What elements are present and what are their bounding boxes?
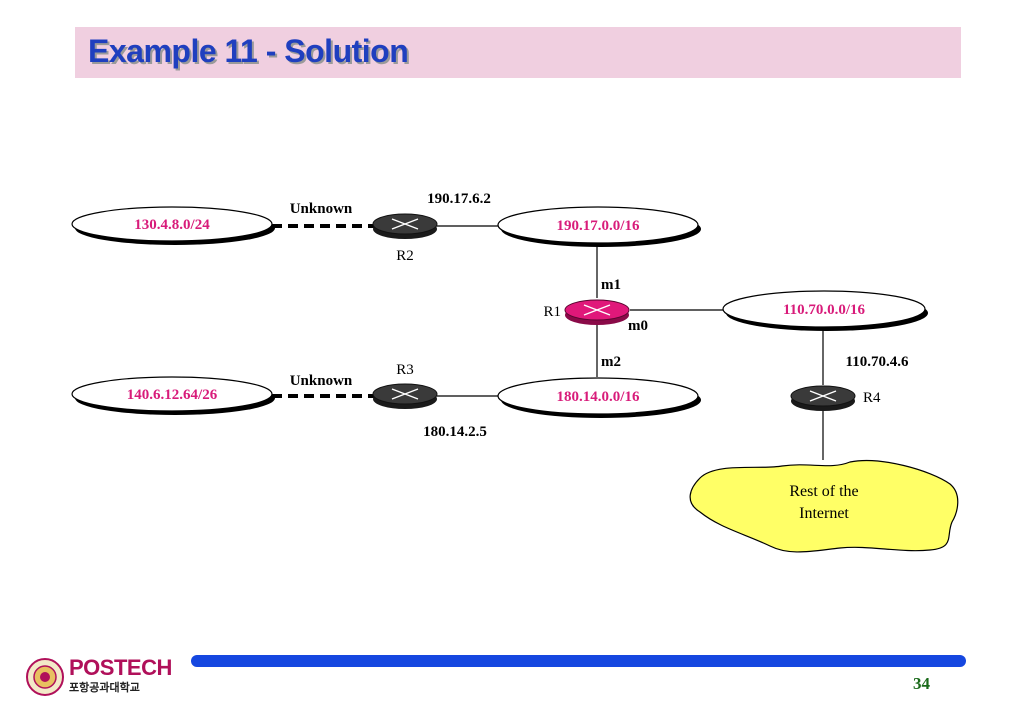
links	[272, 224, 824, 460]
network-label: 190.17.0.0/16	[557, 218, 640, 234]
cloud-line-1: Rest of the	[789, 483, 858, 500]
cloud-line-2: Internet	[799, 505, 849, 522]
address-r2: 190.17.6.2	[427, 191, 491, 207]
router-r4	[790, 385, 856, 411]
title-bar: Example 11 - Solution	[75, 27, 961, 78]
link-label-unknown-bottom: Unknown	[290, 373, 353, 389]
router-label-r1: R1	[543, 304, 561, 320]
router-label-r2: R2	[396, 248, 414, 264]
network-label: 140.6.12.64/26	[127, 387, 218, 403]
interface-m1: m1	[601, 277, 621, 293]
footer-bar	[191, 655, 966, 667]
slide-title: Example 11 - Solution	[88, 33, 409, 69]
network-140-6-12-64: 140.6.12.64/26	[71, 376, 275, 415]
postech-emblem-icon	[26, 658, 64, 696]
router-label-r3: R3	[396, 362, 414, 378]
network-label: 130.4.8.0/24	[134, 217, 210, 233]
page-number: 34	[913, 674, 930, 693]
link-label-unknown-top: Unknown	[290, 201, 353, 217]
internet-cloud: Rest of the Internet	[689, 459, 959, 553]
interface-m0: m0	[628, 318, 648, 334]
router-r1	[564, 299, 630, 325]
network-190-17-0-0: 190.17.0.0/16	[497, 206, 701, 247]
router-label-r4: R4	[863, 390, 881, 406]
network-label: 180.14.0.0/16	[557, 389, 640, 405]
address-r3: 180.14.2.5	[423, 424, 487, 440]
router-r3	[372, 383, 438, 409]
logo-text: POSTECH	[69, 655, 172, 680]
network-label: 110.70.0.0/16	[783, 302, 866, 318]
interface-m2: m2	[601, 354, 621, 370]
postech-logo: POSTECH 포항공과대학교	[25, 655, 172, 697]
logo-subtext: 포항공과대학교	[69, 681, 140, 694]
network-180-14-0-0: 180.14.0.0/16	[497, 377, 701, 418]
router-r2	[372, 213, 438, 239]
address-r4: 110.70.4.6	[846, 354, 909, 370]
network-110-70-0-0: 110.70.0.0/16	[722, 290, 928, 331]
network-130-4-8-0: 130.4.8.0/24	[71, 206, 275, 245]
